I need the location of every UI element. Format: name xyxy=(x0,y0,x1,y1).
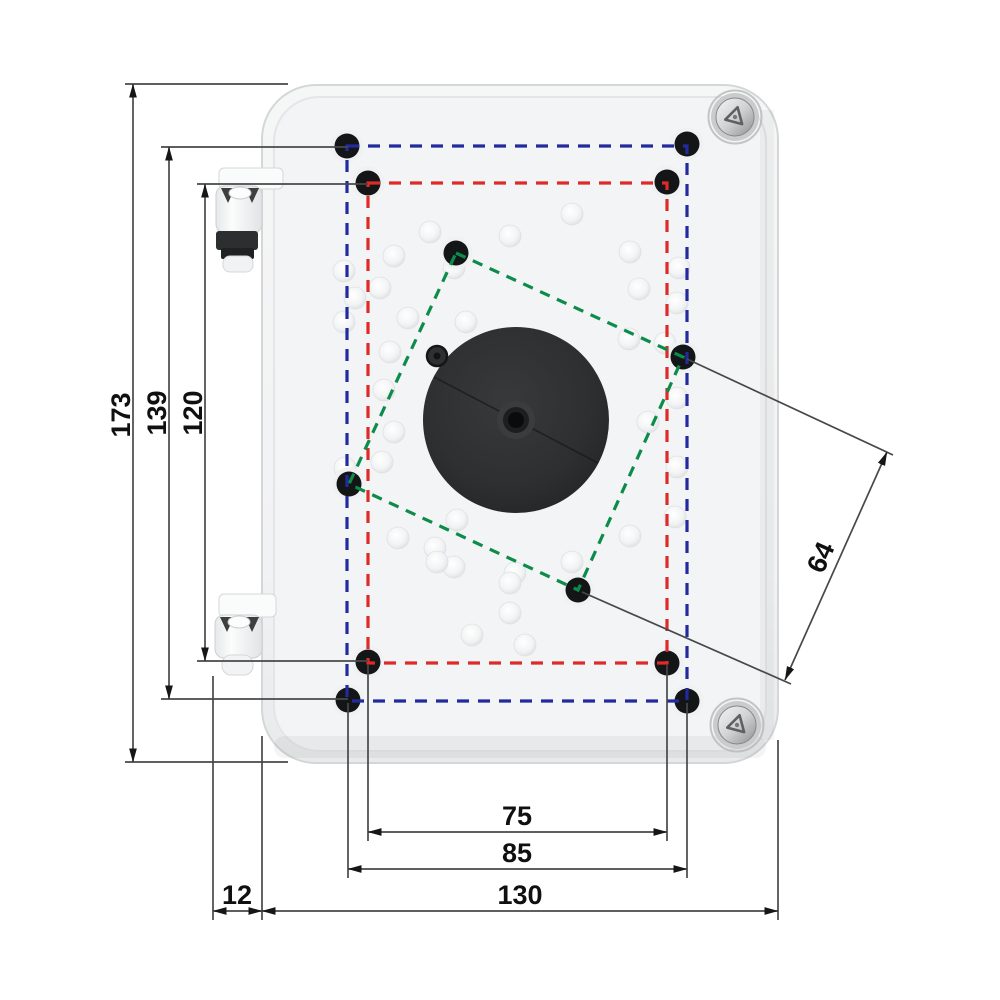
dimple xyxy=(627,277,651,301)
hinge-bottom-tip xyxy=(221,654,254,676)
mounting-hole xyxy=(336,471,362,497)
hinge-top-nut xyxy=(216,231,258,250)
dim-label-hinge-offset: 12 xyxy=(222,880,252,910)
hinge-bottom-pin xyxy=(227,615,251,629)
dimple xyxy=(445,508,469,532)
dimple xyxy=(460,623,484,647)
corner-screw xyxy=(707,89,763,145)
dim-label-overall-height: 173 xyxy=(106,392,136,437)
screw-center-dot xyxy=(732,114,738,120)
corner-screw xyxy=(709,697,765,753)
screw-triangle-recess-icon xyxy=(725,713,746,734)
box-right-shade xyxy=(760,110,774,740)
pattern-inner-rect xyxy=(366,181,669,665)
dimple xyxy=(386,526,410,550)
dim-label-inner-height: 120 xyxy=(178,390,208,435)
screw-triangle-recess-icon xyxy=(723,106,744,126)
dimple xyxy=(665,455,689,479)
dimple xyxy=(618,240,642,264)
screw-recess-ring xyxy=(709,697,765,753)
dimple xyxy=(636,410,660,434)
dimple xyxy=(332,310,356,334)
dimple xyxy=(396,306,420,330)
hinge-top-tip xyxy=(222,255,254,273)
dimple xyxy=(617,327,641,351)
dimple xyxy=(370,450,394,474)
extension-lines xyxy=(125,83,894,920)
dim-label-inner-width: 75 xyxy=(502,801,532,831)
face-dimples xyxy=(332,202,691,657)
pattern-diagonal-square xyxy=(346,250,686,593)
dimple xyxy=(332,259,356,283)
dimple xyxy=(454,310,478,334)
pattern-outer-rect xyxy=(345,144,689,703)
dimple xyxy=(418,220,442,244)
dim-label-overall-width: 130 xyxy=(497,880,542,910)
dim-label-diagonal-side: 64 xyxy=(801,538,841,578)
dimple xyxy=(618,524,642,548)
hinge-top-pin xyxy=(228,186,252,200)
dimple xyxy=(378,340,402,364)
dimple xyxy=(560,550,584,574)
dimension-lines xyxy=(129,83,888,915)
dimple xyxy=(382,244,406,268)
dimple xyxy=(382,420,406,444)
dimple xyxy=(343,286,367,310)
dim-label-outer-width: 85 xyxy=(502,838,532,868)
dimple xyxy=(560,202,584,226)
dimple xyxy=(498,224,522,248)
dim-line-diagonal-side xyxy=(784,451,888,681)
dimple xyxy=(665,291,689,315)
dim-label-outer-height: 139 xyxy=(142,390,172,435)
knockout-center-hole xyxy=(508,412,524,428)
knockout-tab-hole xyxy=(433,352,441,360)
screw-center-dot xyxy=(734,722,740,728)
dimple xyxy=(498,601,522,625)
mounting-hole xyxy=(335,687,361,713)
mounting-hole xyxy=(674,131,700,157)
hinge-bottom-bracket xyxy=(218,593,277,618)
dimple xyxy=(498,571,522,595)
box-bottom-shade xyxy=(274,736,766,758)
dimple xyxy=(425,550,449,574)
screw-recess-ring xyxy=(707,89,763,145)
dimple xyxy=(513,633,537,657)
dimple xyxy=(663,505,687,529)
hinge-bottom xyxy=(214,593,277,676)
mounting-hole xyxy=(674,688,700,714)
cable-knockout xyxy=(423,327,609,513)
corner-screws xyxy=(707,89,765,753)
dimple xyxy=(368,276,392,300)
